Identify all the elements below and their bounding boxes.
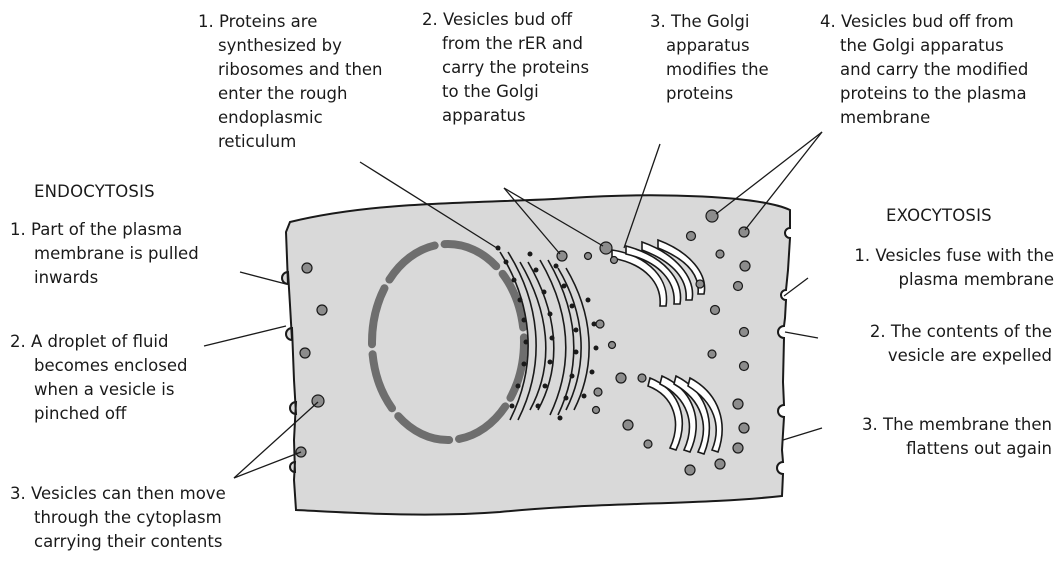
secretion-step-2: 2. Vesicles bud off from the rER and car…	[422, 8, 589, 128]
endocytosis-step-1: 1. Part of the plasma membrane is pulled…	[10, 218, 199, 290]
exocytosis-heading: EXOCYTOSIS	[886, 204, 992, 228]
exocytosis-step-3: 3. The membrane then flattens out again	[862, 413, 1052, 461]
secretion-step-3: 3. The Golgi apparatus modifies the prot…	[650, 10, 769, 106]
secretion-step-4: 4. Vesicles bud off from the Golgi appar…	[820, 10, 1028, 130]
endocytosis-heading: ENDOCYTOSIS	[34, 180, 155, 204]
endocytosis-step-2: 2. A droplet of fluid becomes enclosed w…	[10, 330, 187, 426]
exocytosis-step-1: 1. Vesicles fuse with the plasma membran…	[854, 244, 1054, 292]
secretion-step-1: 1. Proteins are synthesized by ribosomes…	[198, 10, 383, 154]
endocytosis-step-3: 3. Vesicles can then move through the cy…	[10, 482, 226, 554]
exocytosis-step-2: 2. The contents of the vesicle are expel…	[870, 320, 1052, 368]
